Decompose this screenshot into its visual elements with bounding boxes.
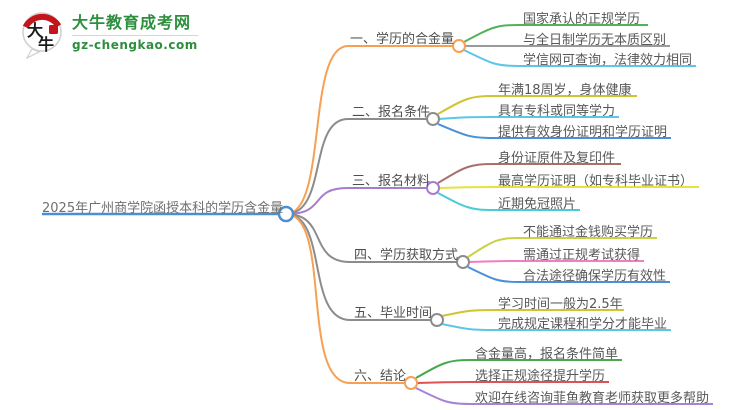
leaf-line-4-3 (467, 266, 670, 283)
leaf-line-4-2 (468, 260, 644, 263)
leaf-label-3-1: 身份证原件及复印件 (498, 151, 616, 166)
branch-line-2 (285, 118, 427, 215)
branch-circle-2 (426, 112, 440, 126)
branch-circle-5 (430, 313, 444, 327)
leaf-line-6-2 (416, 381, 609, 384)
leaf-label-2-1: 年满18周岁，身体健康 (498, 83, 632, 98)
badge-char-top: 大 (27, 21, 43, 40)
branch-label-6: 六、结论 (354, 369, 407, 384)
leaf-label-4-3: 合法途径确保学历有效性 (523, 269, 667, 284)
branch-label-3: 三、报名材料 (352, 174, 431, 189)
brand-domain: gz-chengkao.com (72, 35, 198, 53)
leaf-line-6-3 (415, 387, 713, 405)
leaf-line-4-1 (467, 237, 657, 258)
branch-label-5: 五、毕业时间 (354, 306, 433, 321)
branch-line-4 (285, 213, 457, 263)
leaf-label-3-2: 最高学历证明（如专科毕业证书） (498, 174, 694, 189)
brand-badge-icon: 大 牛 (22, 12, 62, 59)
leaf-line-5-2 (441, 323, 671, 331)
leaf-label-1-1: 国家承认的正规学历 (523, 12, 641, 27)
branch-line-5 (285, 213, 431, 321)
leaf-label-1-2: 与全日制学历无本质区别 (523, 33, 667, 48)
brand-name: 大牛教育成考网 (72, 13, 192, 32)
leaf-line-2-2 (438, 116, 619, 120)
branch-label-1: 一、学历的合金量 (350, 32, 455, 47)
leaf-label-6-3: 欢迎在线咨询菲鱼教育老师获取更多帮助 (475, 391, 710, 406)
leaf-line-3-2 (438, 186, 699, 189)
leaf-label-3-3: 近期免冠照片 (498, 197, 577, 212)
leaf-line-2-1 (437, 95, 637, 115)
leaf-label-4-1: 不能通过金钱购买学历 (523, 225, 654, 240)
leaf-line-6-1 (415, 359, 622, 379)
leaf-line-3-3 (437, 192, 580, 211)
leaf-line-2-3 (437, 123, 671, 139)
branch-circle-1 (452, 39, 466, 53)
leaf-label-5-2: 完成规定课程和学分才能毕业 (498, 317, 668, 332)
leaf-label-2-3: 提供有效身份证明和学历证明 (498, 125, 668, 140)
leaf-line-1-3 (463, 49, 696, 67)
branch-circle-3 (426, 181, 440, 195)
leaf-label-2-2: 具有专科或同等学力 (498, 104, 616, 119)
branch-line-1 (285, 45, 453, 215)
brand-text: 大牛教育成考网 gz-chengkao.com (72, 9, 198, 53)
badge-seal (49, 25, 58, 34)
leaf-line-5-1 (441, 309, 624, 317)
leaf-label-4-2: 需通过正规考试获得 (523, 248, 641, 263)
hub-circle (277, 205, 295, 223)
brand-logo: 大 牛 大牛教育成考网 gz-chengkao.com (20, 9, 198, 59)
leaf-label-6-2: 选择正规途径提升学历 (475, 369, 606, 384)
branch-circle-6 (404, 376, 418, 390)
center-topic: 2025年广州商学院函授本科的学历含金量 (42, 201, 284, 216)
leaf-label-1-3: 学信网可查询，法律效力相同 (523, 53, 693, 68)
branch-line-6 (285, 213, 405, 384)
badge-char-bottom: 牛 (38, 35, 54, 54)
leaf-label-5-1: 学习时间一般为2.5年 (498, 297, 623, 312)
branch-circle-4 (456, 255, 470, 269)
leaf-label-6-1: 含金量高，报名条件简单 (475, 347, 619, 362)
leaf-line-3-1 (437, 163, 621, 184)
leaf-line-1-1 (463, 24, 648, 43)
branch-label-4: 四、学历获取方式 (354, 248, 459, 263)
branch-line-3 (285, 187, 427, 215)
branch-label-2: 二、报名条件 (352, 105, 431, 120)
